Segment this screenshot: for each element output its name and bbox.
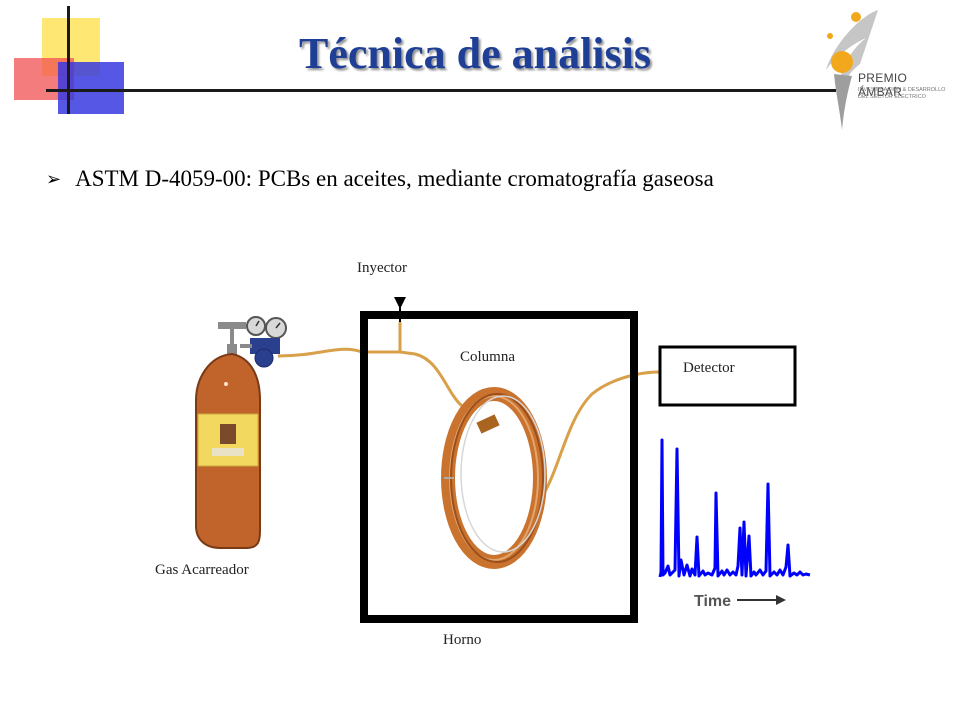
logo-subtitle-line2: DEL SECTOR ELÉCTRICO [858, 94, 926, 100]
detector-label: Detector [683, 360, 735, 376]
bullet-item: ➢ ASTM D-4059-00: PCBs en aceites, media… [46, 166, 714, 192]
column-detector-tube [538, 370, 661, 501]
logo-subtitle-line1: INVESTIGACIÓN & DESARROLLO [858, 87, 946, 93]
premio-ambar-logo: PREMIO ÁMBAR INVESTIGACIÓN & DESARROLLO … [808, 4, 954, 136]
column-coil-icon [441, 387, 547, 569]
column-label: Columna [460, 349, 515, 365]
gas-cylinder-icon [195, 322, 261, 549]
logo-name: PREMIO ÁMBAR [858, 71, 908, 99]
oven-box [360, 311, 638, 623]
header-vertical-rule [67, 6, 70, 114]
header-horizontal-rule [46, 89, 836, 92]
gas-line-tube [277, 322, 402, 358]
carrier-gas-label: Gas Acarreador [155, 562, 249, 578]
chromatogram-trace [658, 438, 811, 578]
bullet-text: ASTM D-4059-00: PCBs en aceites, mediant… [75, 166, 714, 191]
injector-column-tube [399, 350, 464, 408]
oven-label: Horno [443, 632, 482, 648]
detector-box [658, 345, 797, 407]
arrow-bullet-icon: ➢ [46, 168, 62, 190]
logo-icon [826, 10, 878, 130]
injector-icon [394, 297, 406, 322]
logo-subtitle: INVESTIGACIÓN & DESARROLLO DEL SECTOR EL… [858, 87, 950, 101]
injector-label: Inyector [357, 260, 407, 276]
chromatogram-plot: Time [658, 438, 811, 610]
time-arrow-head [776, 595, 786, 605]
page-title: Técnica de análisis [298, 29, 652, 78]
pressure-regulator-icon [240, 316, 287, 368]
chromatogram-time-label: Time [694, 593, 731, 610]
